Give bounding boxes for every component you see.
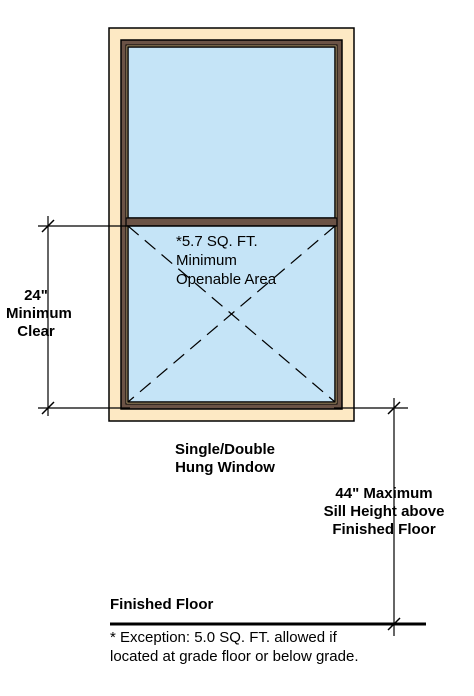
exception-footnote: * Exception: 5.0 SQ. FT. allowed if loca… [110, 628, 359, 666]
openable-area-diagonal-2 [127, 225, 336, 403]
sill-height-label: 44" Maximum Sill Height above Finished F… [306, 485, 462, 539]
clear-label-line2: Minimum [6, 305, 72, 322]
window-label-line1: Single/Double [174, 441, 275, 458]
sill-label-line1: 44" Maximum [335, 485, 433, 502]
clear-dim-top-tick [41, 219, 55, 233]
sill-label-line3: Finished Floor [332, 521, 436, 538]
clear-label-line3: Clear [17, 323, 55, 340]
openable-area-note: *5.7 SQ. FT. Minimum Openable Area [176, 232, 276, 289]
footnote-line1: * Exception: 5.0 SQ. FT. allowed if [110, 629, 337, 646]
footnote-line2: located at grade floor or below grade. [110, 648, 359, 665]
sill-dim-top-tick [387, 401, 401, 415]
sill-label-line2: Sill Height above [323, 503, 445, 520]
area-note-line2: Minimum [176, 252, 237, 269]
window-type-label: Single/Double Hung Window [150, 441, 300, 477]
upper-glass-pane [127, 46, 336, 219]
meeting-rail [125, 217, 338, 227]
finished-floor-label: Finished Floor [110, 596, 214, 613]
minimum-clear-label: 24" Minimum Clear [6, 287, 72, 341]
clear-label-line1: 24" [24, 287, 48, 304]
area-note-line3: Openable Area [176, 271, 277, 288]
window-label-line2: Hung Window [175, 459, 275, 476]
area-note-line1: *5.7 SQ. FT. [176, 233, 258, 250]
clear-dim-bottom-tick [41, 401, 55, 415]
